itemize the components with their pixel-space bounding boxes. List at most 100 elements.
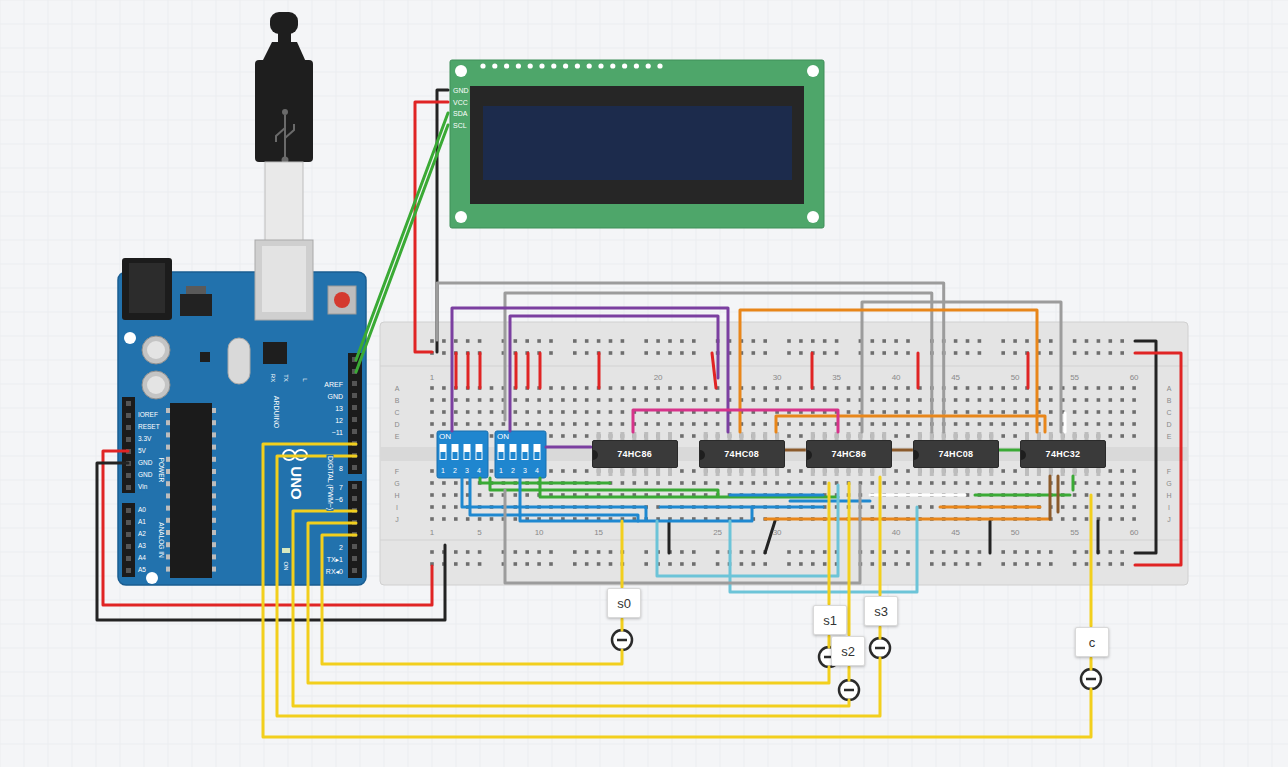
breadboard-hole	[573, 434, 577, 438]
grid-line	[0, 264, 1288, 265]
breadboard-hole	[918, 505, 922, 509]
breadboard-hole	[573, 386, 577, 390]
lcd-pin-hole	[622, 63, 627, 68]
rail-hole	[954, 550, 958, 554]
rail-hole	[787, 351, 791, 355]
breadboard-hole	[1073, 493, 1077, 497]
breadboard-hole	[1025, 398, 1029, 402]
breadboard-hole	[823, 398, 827, 402]
wire	[1027, 353, 1030, 388]
breadboard-hole	[871, 505, 875, 509]
breadboard	[380, 322, 1188, 585]
rail-hole	[763, 562, 767, 566]
lcd-pin-hole	[575, 63, 580, 68]
breadboard-hole	[621, 481, 625, 485]
switch-label: 1	[441, 467, 445, 474]
rail-hole	[609, 550, 613, 554]
breadboard-hole	[490, 493, 494, 497]
rail-hole	[454, 550, 458, 554]
rail-hole	[787, 339, 791, 343]
row-letter: B	[1167, 397, 1172, 404]
board-marking: A2	[137, 531, 147, 538]
breadboard-hole	[1073, 505, 1077, 509]
breadboard-hole	[573, 422, 577, 426]
rail-hole	[680, 339, 684, 343]
probe-label: s3	[864, 596, 898, 626]
rail-hole	[514, 550, 518, 554]
switch-label: 3	[465, 467, 469, 474]
breadboard-hole	[1049, 398, 1053, 402]
breadboard-hole	[644, 398, 648, 402]
grid-line	[0, 24, 1288, 25]
node-text: s2	[841, 645, 855, 658]
rail-hole	[978, 339, 982, 343]
breadboard-hole	[882, 422, 886, 426]
chip-pin	[632, 467, 636, 476]
power-jack	[122, 258, 172, 320]
row-letter: G	[394, 480, 399, 487]
rail-hole	[811, 550, 815, 554]
breadboard-hole	[585, 410, 589, 414]
chip-pin	[597, 467, 601, 476]
chip-pin	[751, 467, 755, 476]
breadboard-hole	[966, 398, 970, 402]
breadboard-hole	[585, 422, 589, 426]
dip-toggle	[453, 452, 458, 459]
capacitor	[147, 376, 165, 394]
breadboard-hole	[1085, 493, 1089, 497]
breadboard-hole	[1061, 517, 1065, 521]
plug-taper	[262, 42, 306, 62]
crystal	[228, 338, 250, 384]
rail-hole	[1013, 550, 1017, 554]
mount-hole	[807, 211, 819, 223]
wire	[765, 521, 775, 553]
rail-hole	[585, 562, 589, 566]
chip-pin	[763, 467, 767, 476]
breadboard-hole	[1085, 386, 1089, 390]
wire	[989, 521, 992, 553]
dip-toggle	[464, 444, 471, 460]
chip-pin	[166, 481, 170, 486]
breadboard-hole	[1073, 422, 1077, 426]
board-marking: AREF	[323, 381, 344, 388]
header-hole	[352, 405, 357, 410]
breadboard-hole	[561, 422, 565, 426]
breadboard-hole	[549, 386, 553, 390]
chip-pin	[644, 467, 648, 476]
lcd-pin-hole	[634, 63, 639, 68]
breadboard-hole	[704, 398, 708, 402]
chip-pin	[212, 481, 216, 486]
breadboard-hole	[1001, 469, 1005, 473]
breadboard-hole	[930, 481, 934, 485]
rail-hole	[514, 562, 518, 566]
chip-pin	[1025, 467, 1029, 476]
rail-hole	[585, 351, 589, 355]
breadboard-hole	[478, 410, 482, 414]
rail-hole	[549, 562, 553, 566]
board-marking: Vin	[137, 484, 148, 491]
rail-hole	[1025, 339, 1029, 343]
row-letter: D	[394, 421, 399, 428]
rail-hole	[466, 562, 470, 566]
lcd-pin-hole	[587, 63, 592, 68]
rail-hole	[823, 351, 827, 355]
wire	[452, 308, 728, 432]
breadboard-hole	[942, 481, 946, 485]
probe-label: c	[1075, 627, 1109, 657]
breadboard-hole	[680, 481, 684, 485]
breadboard-hole	[633, 481, 637, 485]
power-jack	[129, 263, 165, 313]
header-hole	[352, 417, 357, 422]
header-hole	[126, 437, 131, 442]
dip-toggle	[534, 444, 541, 460]
chip-pin	[989, 467, 993, 476]
board-marking: RX	[270, 373, 276, 383]
breadboard-hole	[1013, 481, 1017, 485]
board-marking: RESET	[137, 424, 161, 431]
rail-hole	[573, 562, 577, 566]
wire	[657, 485, 838, 576]
chip-pin	[166, 530, 170, 535]
breadboard-hole	[906, 386, 910, 390]
column-number: 10	[535, 529, 544, 537]
rail-hole	[1097, 339, 1101, 343]
